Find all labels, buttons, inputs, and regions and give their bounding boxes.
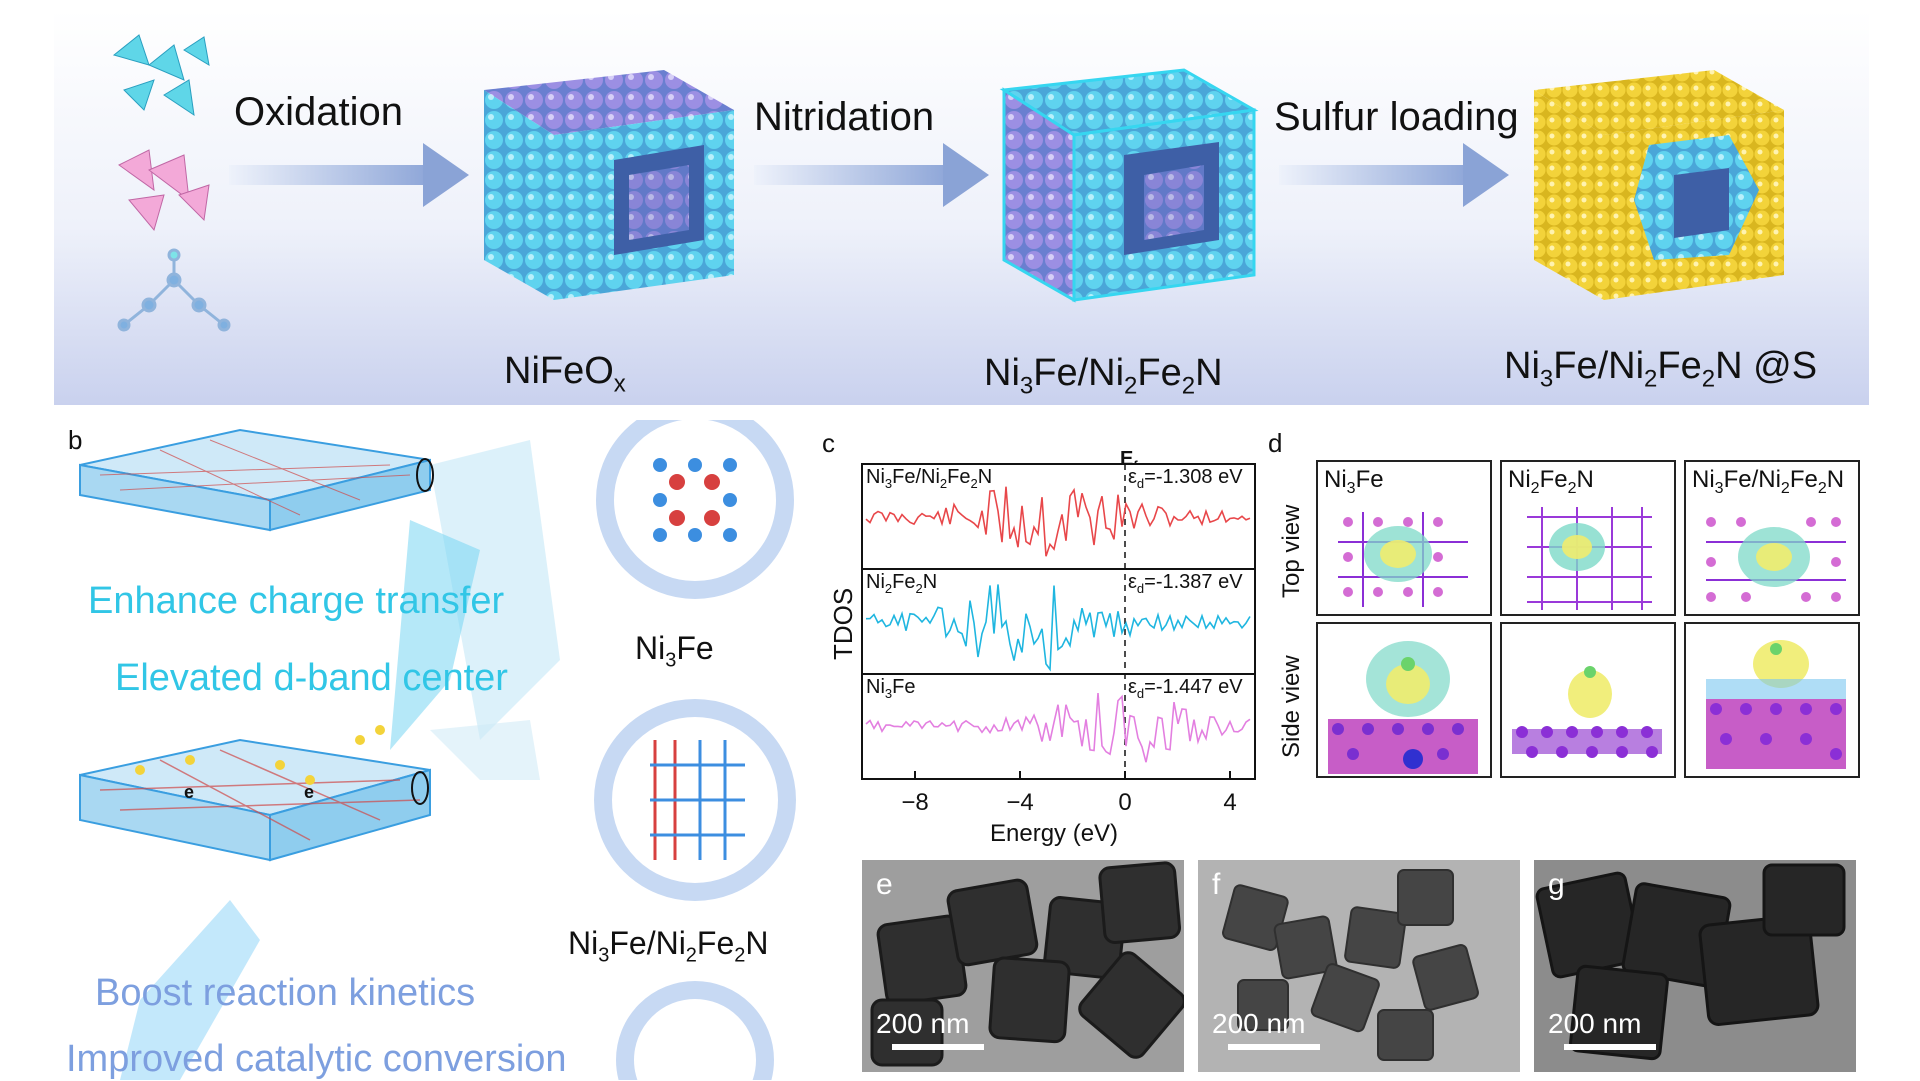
top-view-ni3fe: Ni3Fe xyxy=(1316,460,1492,616)
ni2fe2n-dos-trace xyxy=(865,584,1251,672)
nitridation-arrow xyxy=(754,143,989,207)
tdos-row2-label: Ni2Fe2N xyxy=(866,571,938,596)
product-sulfur-loaded-label: Ni3Fe/Ni2Fe2N @S xyxy=(1504,345,1818,393)
side-view-ni3fe-ni2fe2n xyxy=(1684,622,1860,778)
tem-g-scale-bar xyxy=(1564,1044,1656,1050)
tdos-plot: −8 −4 0 4 xyxy=(861,463,1256,816)
product-nifeox-label: NiFeOx xyxy=(504,350,626,398)
top-view-ni2fe2n: Ni2Fe2N xyxy=(1500,460,1676,616)
tem-image-g: g 200 nm xyxy=(1534,860,1856,1072)
tdos-row3-epsilon: εd=-1.447 eV xyxy=(1128,676,1243,701)
tdos-axis-label: TDOS xyxy=(828,587,858,660)
panel-b-mechanism-illustration xyxy=(79,420,796,1080)
oxidation-arrow xyxy=(229,143,469,207)
step-oxidation-label: Oxidation xyxy=(234,90,403,134)
step-sulfur-loading-label: Sulfur loading xyxy=(1274,95,1519,139)
tem-g-scale-label: 200 nm xyxy=(1548,1008,1642,1039)
energy-axis-label: Energy (eV) xyxy=(990,820,1119,847)
xtick-0: 0 xyxy=(1118,789,1131,816)
side-view-ni3fe xyxy=(1316,622,1492,778)
ni3fe-ni2fe2n-hollow-cube xyxy=(999,68,1259,303)
side-view-ni2fe2n xyxy=(1500,622,1676,778)
d-col2-label: Ni2Fe2N xyxy=(1508,466,1594,497)
electron-label-2: e xyxy=(304,782,315,802)
side-view-label: Side view xyxy=(1278,655,1305,758)
tdos-row3-label: Ni3Fe xyxy=(866,676,916,701)
panel-d-letter: d xyxy=(1268,428,1283,458)
panel-c-letter: c xyxy=(822,428,835,458)
d-col1-label: Ni3Fe xyxy=(1324,466,1384,497)
tdos-row1-epsilon: εd=-1.308 eV xyxy=(1128,466,1243,491)
ni3fe-dos-trace xyxy=(865,693,1251,763)
tem-e-letter: e xyxy=(876,868,893,901)
ni3fe-caption: Ni3Fe xyxy=(635,630,714,672)
xtick-neg4: −4 xyxy=(1006,789,1033,816)
electron-label-1: e xyxy=(184,782,195,802)
tem-g-letter: g xyxy=(1548,868,1565,901)
ni3fe-ni2fe2n-caption: Ni3Fe/Ni2Fe2N xyxy=(568,925,769,967)
tdos-row2-epsilon: εd=-1.387 eV xyxy=(1128,571,1243,596)
xtick-4: 4 xyxy=(1223,789,1236,816)
panel-b-letter: b xyxy=(68,425,83,455)
nifeox-hollow-cube xyxy=(484,70,734,300)
step-nitridation-label: Nitridation xyxy=(754,95,935,139)
ni3fe-ni2fe2n-dos-trace xyxy=(865,486,1251,557)
xtick-neg8: −8 xyxy=(901,789,928,816)
tem-f-scale-bar xyxy=(1228,1044,1320,1050)
boost-reaction-kinetics-text: Boost reaction kinetics xyxy=(95,972,476,1014)
sulfur-coated-hollow-cube xyxy=(1534,70,1784,300)
sulfur-loading-arrow xyxy=(1279,143,1509,207)
improved-catalytic-conversion-text: Improved catalytic conversion xyxy=(66,1038,567,1080)
tem-e-scale-label: 200 nm xyxy=(876,1008,970,1039)
tem-f-letter: f xyxy=(1212,868,1221,901)
tem-f-scale-label: 200 nm xyxy=(1212,1008,1306,1039)
elevated-d-band-center-text: Elevated d-band center xyxy=(115,657,508,699)
tem-image-f: f 200 nm xyxy=(1198,860,1520,1072)
tem-image-e: e 200 nm xyxy=(862,860,1184,1072)
tdos-row1-label: Ni3Fe/Ni2Fe2N xyxy=(866,466,993,491)
product-ni3fe-ni2fe2n-label: Ni3Fe/Ni2Fe2N xyxy=(984,352,1223,400)
panel-a-synthesis-scheme: Oxidation Nitridation Sulfur loading Ni xyxy=(54,10,1869,405)
top-view-ni3fe-ni2fe2n: Ni3Fe/Ni2Fe2N xyxy=(1684,460,1860,616)
d-col3-label: Ni3Fe/Ni2Fe2N xyxy=(1692,466,1845,497)
tem-e-scale-bar xyxy=(892,1044,984,1050)
enhance-charge-transfer-text: Enhance charge transfer xyxy=(88,580,505,622)
precursor-structures-illustration xyxy=(112,34,231,332)
top-view-label: Top view xyxy=(1278,504,1305,598)
